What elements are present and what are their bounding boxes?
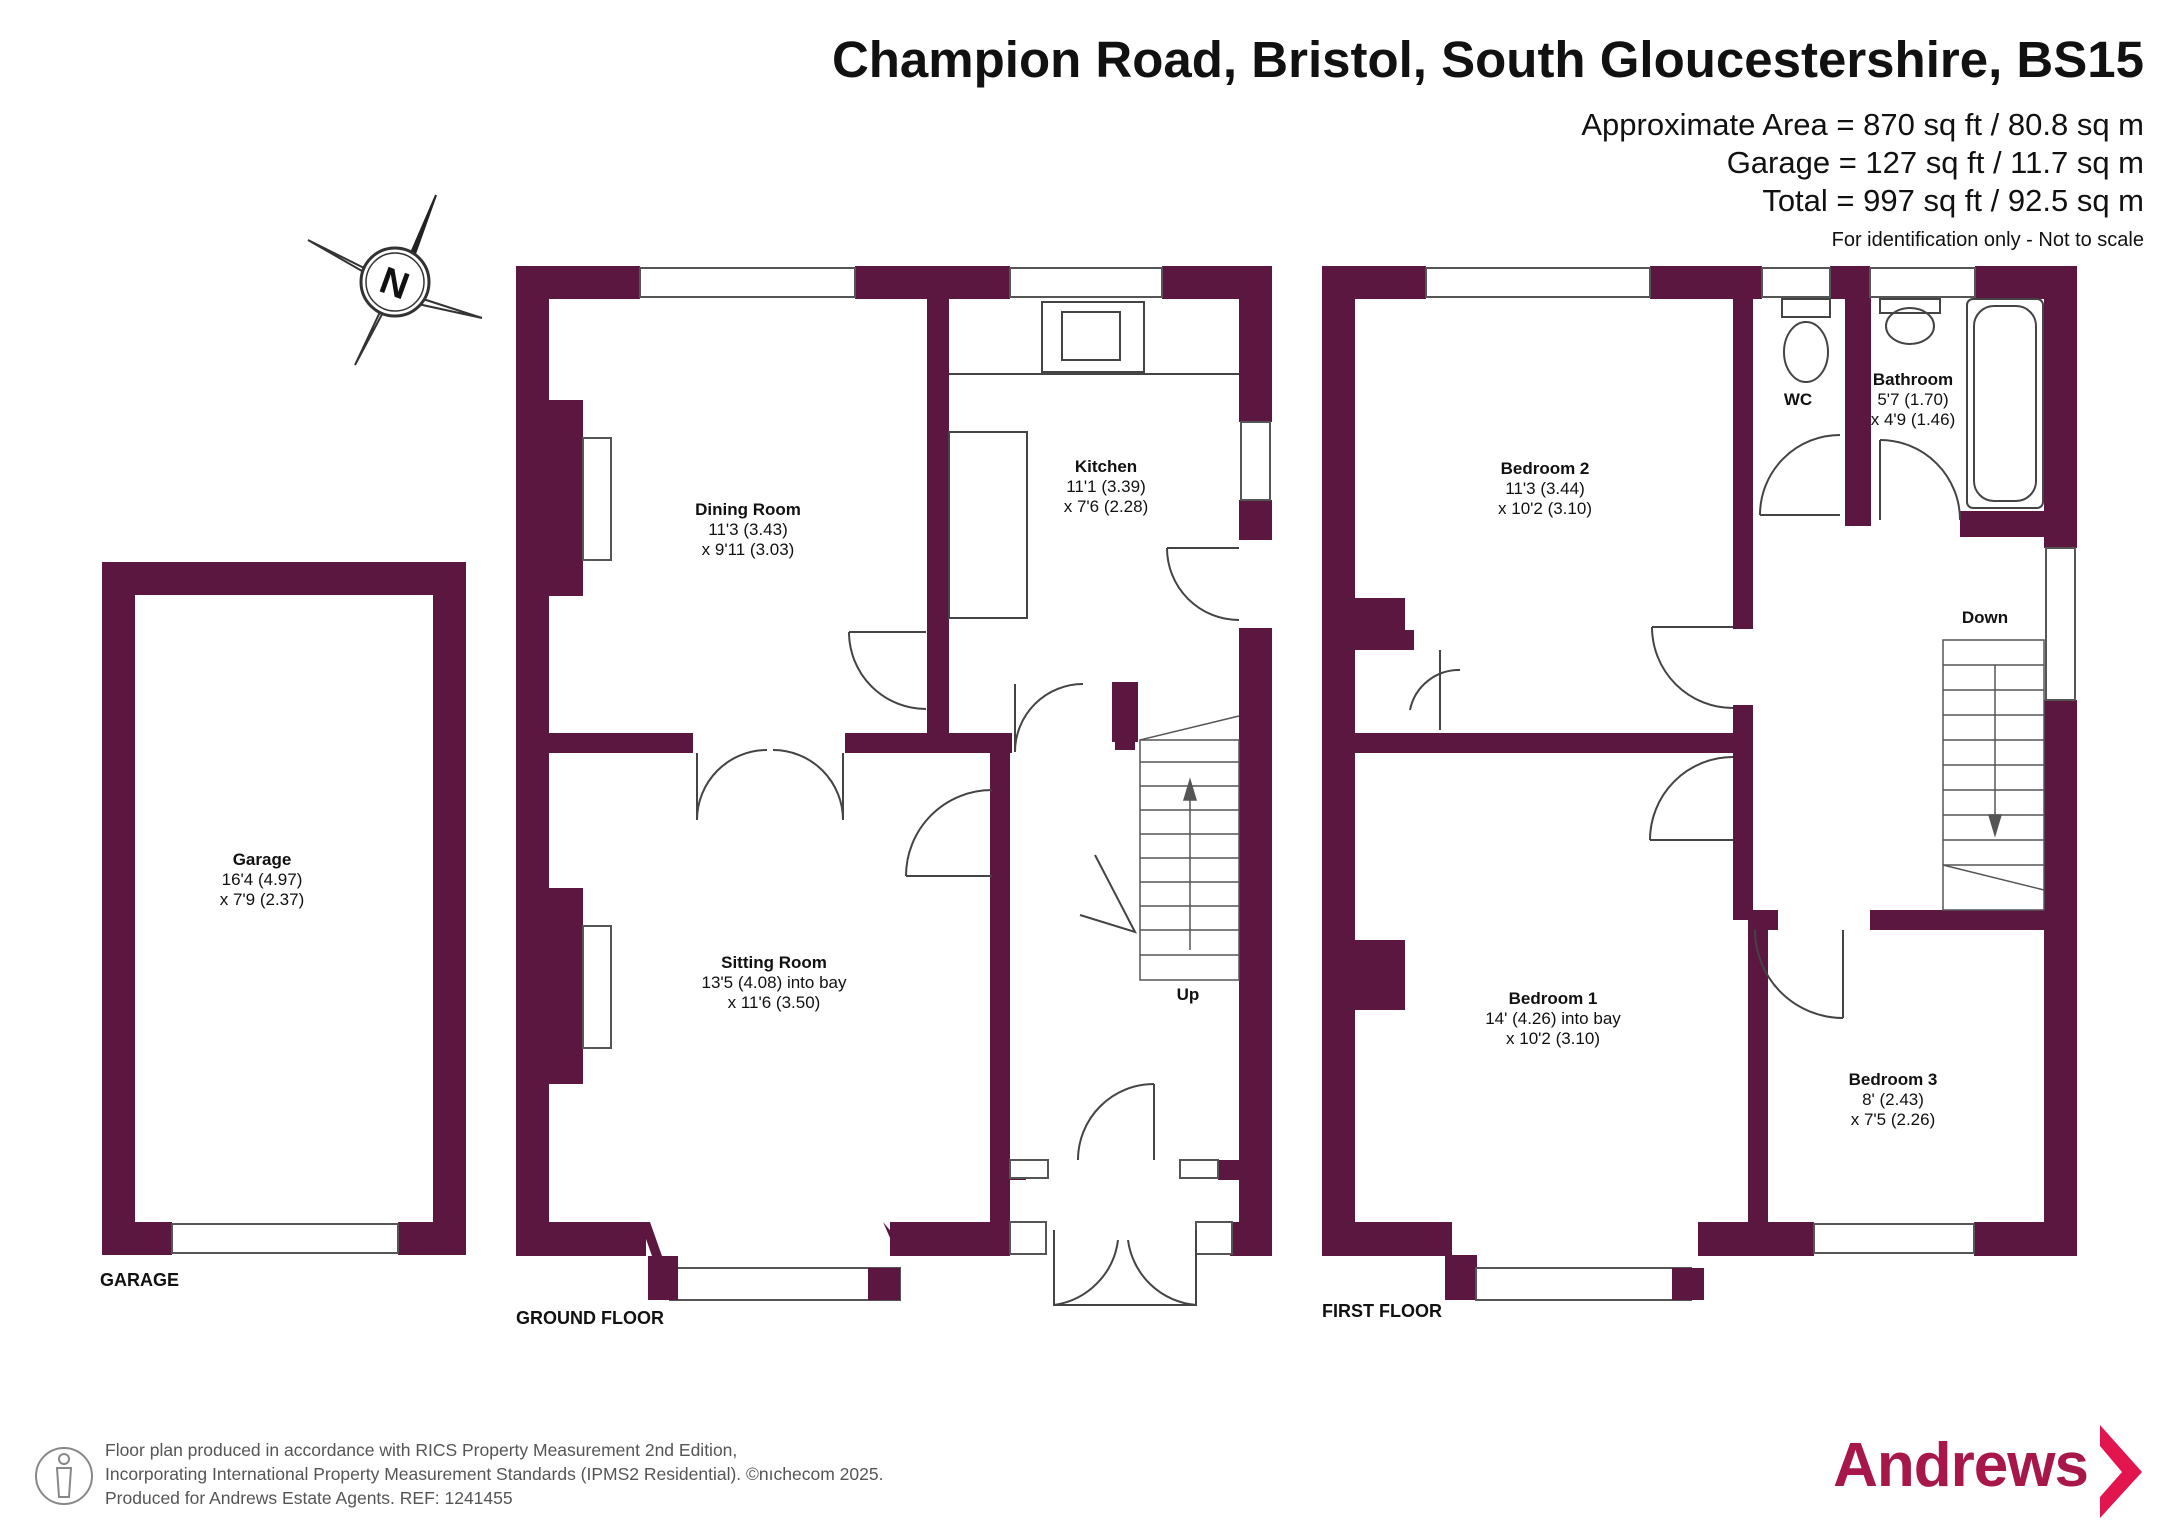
- footer-line-3: Produced for Andrews Estate Agents. REF:…: [105, 1488, 513, 1508]
- first-floor-label: FIRST FLOOR: [1322, 1301, 1442, 1321]
- room-kitchen-dim2: x 7'6 (2.28): [1064, 497, 1149, 516]
- total-area: Total = 997 sq ft / 92.5 sq m: [1762, 183, 2144, 218]
- room-bedroom2-name: Bedroom 2: [1501, 459, 1590, 478]
- room-bedroom1-dim1: 14' (4.26) into bay: [1485, 1009, 1621, 1028]
- disclaimer: For identification only - Not to scale: [1831, 229, 2144, 251]
- footer-notes: Floor plan produced in accordance with R…: [105, 1438, 883, 1510]
- room-dining-dim1: 11'3 (3.43): [708, 520, 787, 539]
- room-bathroom-dim1: 5'7 (1.70): [1877, 390, 1948, 409]
- room-bedroom2-dim2: x 10'2 (3.10): [1498, 499, 1592, 518]
- room-bathroom-name: Bathroom: [1873, 370, 1953, 389]
- room-bedroom1-name: Bedroom 1: [1509, 989, 1598, 1008]
- room-kitchen-dim1: 11'1 (3.39): [1066, 477, 1145, 496]
- garage-area: Garage = 127 sq ft / 11.7 sq m: [1726, 145, 2144, 180]
- room-bedroom3-dim1: 8' (2.43): [1862, 1090, 1924, 1109]
- footer-line-1: Floor plan produced in accordance with R…: [105, 1440, 738, 1460]
- person-icon: [35, 1447, 93, 1505]
- room-bedroom2-dim1: 11'3 (3.44): [1505, 479, 1584, 498]
- stairs: [1139, 639, 2045, 981]
- room-dining-dim2: x 9'11 (3.03): [702, 540, 795, 559]
- room-bathroom-dim2: x 4'9 (1.46): [1871, 410, 1956, 429]
- room-bedroom1-dim2: x 10'2 (3.10): [1506, 1029, 1600, 1048]
- room-dining-name: Dining Room: [695, 500, 801, 519]
- room-sitting-dim1: 13'5 (4.08) into bay: [701, 973, 847, 992]
- bay-windows: [640, 1222, 1704, 1301]
- room-garage-name: Garage: [233, 850, 292, 869]
- footer-line-2: Incorporating International Property Mea…: [105, 1464, 884, 1484]
- windows: [171, 267, 2076, 1255]
- room-sitting-name: Sitting Room: [721, 953, 827, 972]
- walls: [102, 266, 2077, 1256]
- andrews-logo-icon: [2100, 1425, 2142, 1518]
- andrews-brand-logo: Andrews: [1833, 1431, 2089, 1500]
- room-bedroom3-dim2: x 7'5 (2.26): [1851, 1110, 1936, 1129]
- compass-north-icon: N: [307, 194, 483, 366]
- stairs-down-label: Down: [1962, 608, 2008, 627]
- stairs-up-label: Up: [1177, 985, 1200, 1004]
- bathroom-fittings: [1781, 298, 2044, 509]
- kitchen-fittings: [948, 301, 1239, 619]
- ground-floor-label: GROUND FLOOR: [516, 1308, 664, 1328]
- room-bedroom3-name: Bedroom 3: [1849, 1070, 1938, 1089]
- room-sitting-dim2: x 11'6 (3.50): [728, 993, 821, 1012]
- room-garage-dim1: 16'4 (4.97): [222, 870, 303, 889]
- room-kitchen-name: Kitchen: [1075, 457, 1137, 476]
- room-garage-dim2: x 7'9 (2.37): [220, 890, 305, 909]
- room-wc-name: WC: [1784, 390, 1812, 409]
- approximate-area: Approximate Area = 870 sq ft / 80.8 sq m: [1581, 107, 2144, 142]
- property-title: Champion Road, Bristol, South Gloucester…: [831, 31, 2144, 88]
- room-labels: Garage 16'4 (4.97) x 7'9 (2.37) Dining R…: [220, 370, 2008, 1129]
- doors: [696, 434, 1961, 1307]
- garage-floor-label: GARAGE: [100, 1270, 179, 1290]
